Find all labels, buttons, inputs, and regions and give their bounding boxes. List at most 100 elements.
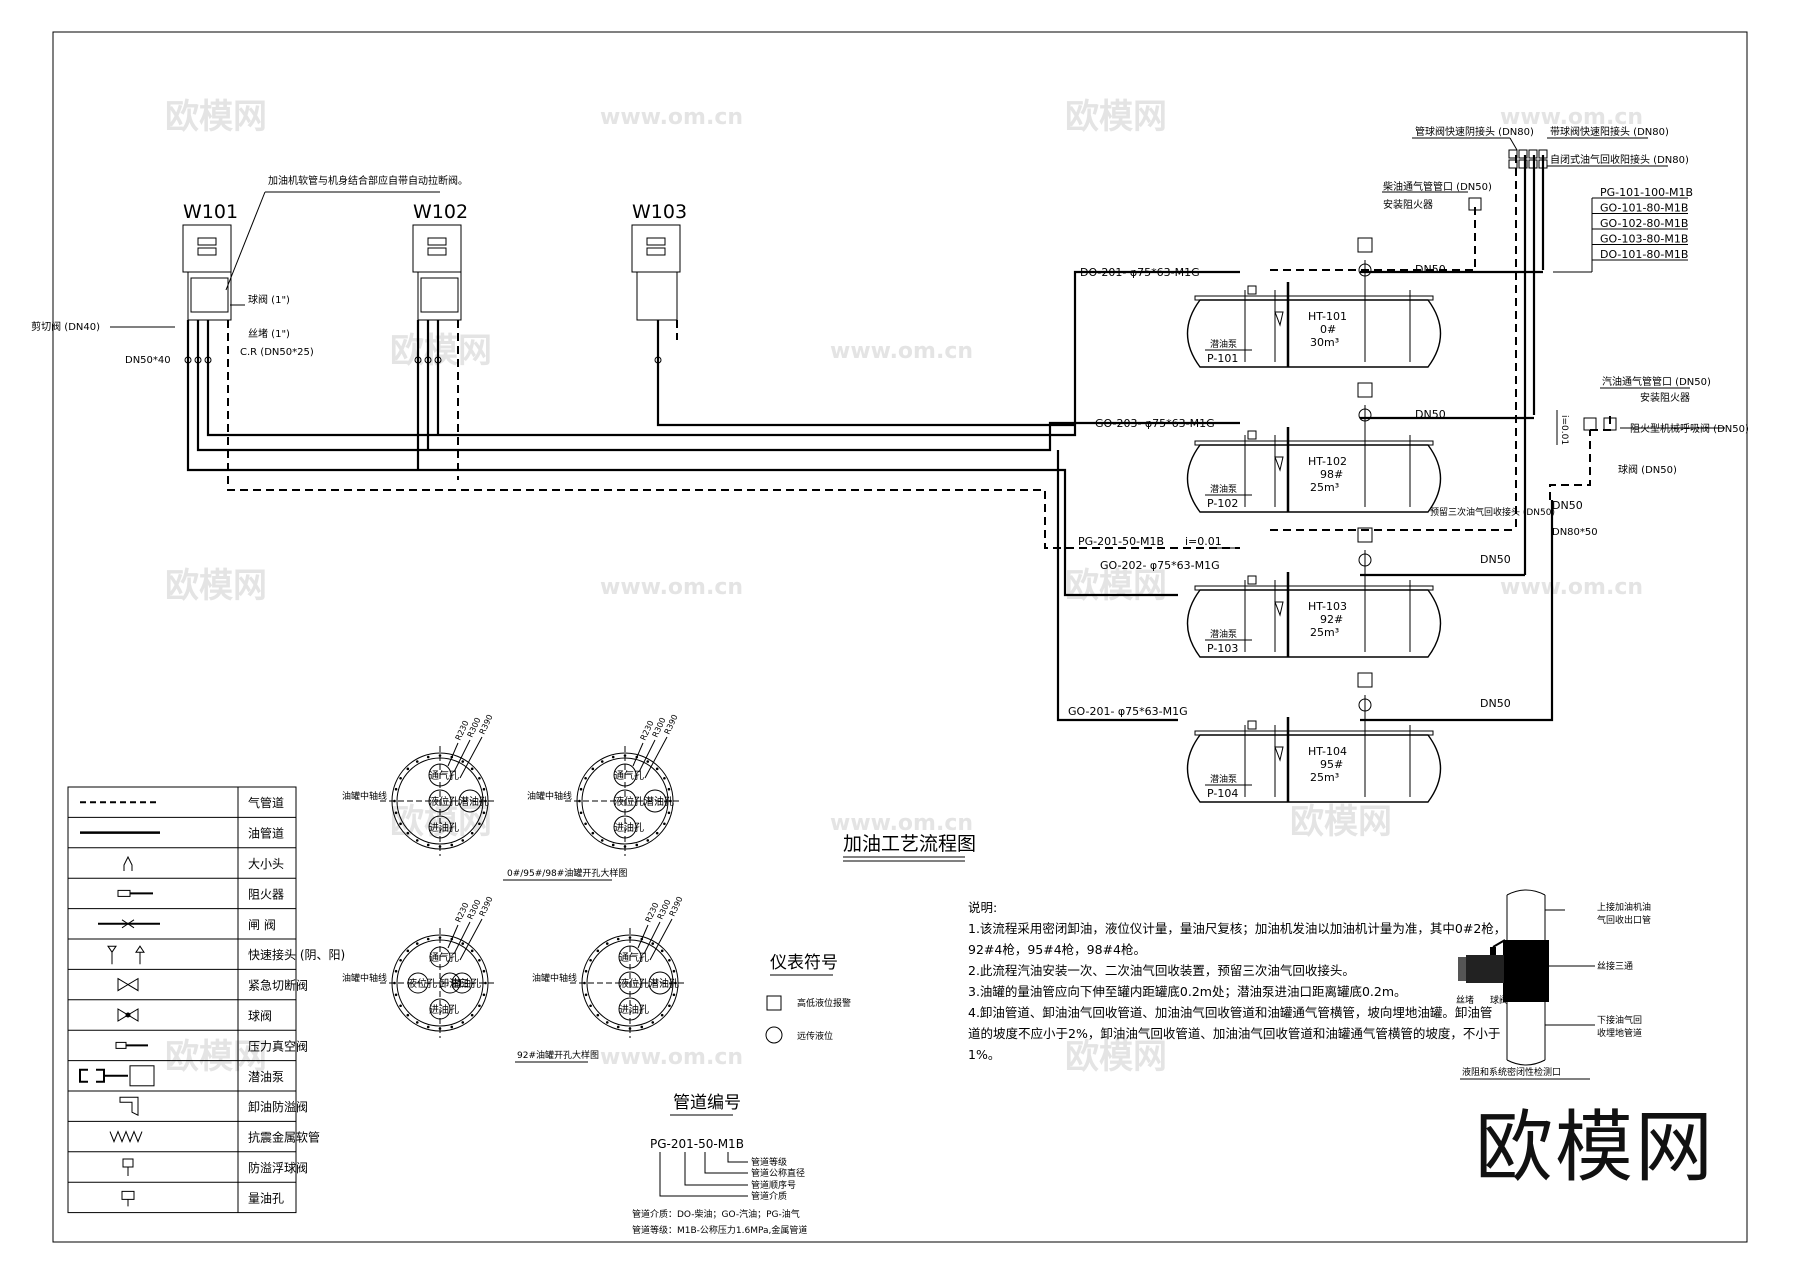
alarm-symbol bbox=[766, 995, 782, 1011]
vent-risers bbox=[1270, 149, 1617, 722]
opening-label: 通气孔 bbox=[614, 769, 644, 782]
pipe-label-pg201: PG-201-50-M1B bbox=[1078, 535, 1164, 548]
pipe-part: 管道等级 bbox=[751, 1156, 787, 1168]
pipe-label-dn50: DN50 bbox=[1480, 697, 1511, 710]
watermark: 欧模网 bbox=[390, 331, 492, 371]
note-line: 2.此流程汽油安装一次、二次油气回收装置，预留三次油气回收接头。 bbox=[968, 963, 1355, 978]
opening-caption: 0#/95#/98#油罐开孔大样图 bbox=[507, 867, 627, 879]
opening-caption: 92#油罐开孔大样图 bbox=[517, 1049, 599, 1061]
pv-valve-icon bbox=[115, 1041, 148, 1049]
tank-flange bbox=[1194, 585, 1434, 591]
opening-label: 进油孔 bbox=[619, 1003, 649, 1016]
design-notes: 说明: 1.该流程采用密闭卸油，液位仪计量，量油尺复核；加油机发油以加油机计量为… bbox=[968, 900, 1506, 1062]
opening-label: 潜油孔 bbox=[459, 795, 489, 808]
legend-label: 量油孔 bbox=[248, 1191, 284, 1205]
pipe-label-go203: GO-203- φ75*63-M1G bbox=[1095, 417, 1215, 430]
ring-label: R390 bbox=[478, 713, 495, 736]
tank-flange bbox=[1194, 730, 1434, 736]
instrument-item: 高低液位报警 bbox=[797, 997, 851, 1009]
tank-grade: 98# bbox=[1320, 468, 1343, 481]
drawing-frame bbox=[52, 31, 1748, 1243]
watermark: 欧模网 bbox=[165, 1037, 267, 1077]
dispenser-callouts: 加油机软管与机身结合部应自带自动拉断阀。 剪切阀 (DN40) 球阀 (1") … bbox=[31, 174, 468, 366]
detail-top: 上接加油机油 bbox=[1597, 901, 1651, 913]
legend-label: 潜油泵 bbox=[248, 1070, 284, 1084]
legend-label: 大小头 bbox=[248, 857, 284, 871]
opening-label: 通气孔 bbox=[619, 951, 649, 964]
flex-hose-icon bbox=[109, 1130, 143, 1143]
gas-vent-label: 汽油通气管管口 (DN50) bbox=[1602, 375, 1711, 388]
watermark: www.om.cn bbox=[600, 1045, 743, 1070]
instrument-symbols: 仪表符号 高低液位报警 远传液位 bbox=[765, 953, 851, 1044]
dispenser-w101: W101 bbox=[182, 201, 238, 321]
tank-flange bbox=[1194, 440, 1434, 446]
dispenser-w103: W103 bbox=[631, 201, 687, 321]
pipe-label-dn50: DN50 bbox=[1480, 553, 1511, 566]
opening-label: 卸油口 bbox=[439, 977, 469, 990]
tank-opening-details: 通气孔液位孔进油孔潜油孔油罐中轴线R230R300R390通气孔液位孔进油孔潜油… bbox=[342, 713, 685, 1063]
axis-label: 油罐中轴线 bbox=[527, 790, 572, 802]
tank-id: HT-102 bbox=[1308, 455, 1347, 468]
hose-note: 加油机软管与机身结合部应自带自动拉断阀。 bbox=[268, 174, 468, 187]
pipe-table-entry: DO-101-80-M1B bbox=[1600, 248, 1688, 261]
ball-valve-icon bbox=[117, 1008, 139, 1022]
watermark: www.om.cn bbox=[830, 811, 973, 836]
watermark: 欧模网 bbox=[1290, 802, 1392, 842]
watermark: www.om.cn bbox=[1500, 575, 1643, 600]
tank-volume: 25m³ bbox=[1310, 771, 1339, 784]
axis-label: 油罐中轴线 bbox=[532, 972, 577, 984]
level-transmitter-symbol bbox=[765, 1026, 783, 1044]
pipe-number-table: PG-101-100-M1BGO-101-80-M1BGO-102-80-M1B… bbox=[1553, 186, 1693, 273]
branch-pipe bbox=[1466, 955, 1504, 983]
detail-tee: 丝接三通 bbox=[1597, 960, 1633, 972]
tank-volume: 25m³ bbox=[1310, 481, 1339, 494]
pipe-table-entry: GO-103-80-M1B bbox=[1600, 233, 1688, 246]
tee-fitting bbox=[1503, 940, 1549, 1002]
opening-label: 进油孔 bbox=[429, 1003, 459, 1016]
plug-label: 丝堵 (1") bbox=[248, 327, 290, 340]
gauge-hole-icon bbox=[121, 1190, 135, 1207]
pump-label: 潜油泵 bbox=[1210, 338, 1237, 350]
legend-label: 气管道 bbox=[248, 795, 284, 810]
tank-id: HT-104 bbox=[1308, 745, 1347, 758]
reserve-vapor-label: 预留三次油气回收接头 (DN50) bbox=[1430, 506, 1555, 518]
level-alarm-icon bbox=[1357, 672, 1373, 688]
test-port-detail: 上接加油机油 气回收出口管 丝接三通 下接油气回 收埋地管道 丝堵 球阀 液阻和… bbox=[1456, 889, 1651, 1080]
ball-dn50-label: 球阀 (DN50) bbox=[1618, 463, 1677, 476]
opening-label: 潜油孔 bbox=[649, 977, 679, 990]
level-alarm-icon bbox=[1357, 382, 1373, 398]
detail-caption: 液阻和系统密闭性检测口 bbox=[1462, 1066, 1561, 1078]
detail-bottom: 下接油气回 bbox=[1597, 1014, 1642, 1026]
legend-label: 紧急切断阀 bbox=[248, 978, 308, 993]
legend-label: 卸油防溢阀 bbox=[248, 1099, 308, 1114]
pipe-part: 管道公称直径 bbox=[751, 1167, 805, 1179]
vapor-fast-female-label: 管球阀快速阴接头 (DN80) bbox=[1415, 125, 1534, 138]
pipe-labels: DO-201- φ75*63-M1G GO-203- φ75*63-M1G PG… bbox=[1068, 263, 1583, 718]
pump-label: 潜油泵 bbox=[1210, 773, 1237, 785]
opening-label: 进油孔 bbox=[614, 821, 644, 834]
submersible-pump-icon bbox=[79, 1065, 155, 1087]
pipe-numbering: 管道编号 PG-201-50-M1B 管道等级 管道公称直径 管道顺序号 管道介… bbox=[632, 1093, 807, 1236]
slope-label: i=0.01 bbox=[1559, 415, 1569, 445]
opening-label: 潜油孔 bbox=[451, 977, 481, 990]
level-alarm-icon bbox=[1357, 527, 1373, 543]
opening-label: 液位孔 bbox=[429, 795, 459, 808]
dispenser-label: W101 bbox=[183, 201, 238, 223]
pump-label: 潜油泵 bbox=[1210, 628, 1237, 640]
main-title: 加油工艺流程图 bbox=[843, 833, 976, 855]
dispenser-body bbox=[187, 271, 232, 321]
legend-label: 球阀 bbox=[248, 1009, 272, 1023]
tank-grade: 0# bbox=[1320, 323, 1336, 336]
dispenser-label: W102 bbox=[413, 201, 468, 223]
note-line: 道的坡度不应小于2%，卸油油气回收管道、加油油气回收管道和油罐通气管横管的坡度，… bbox=[968, 1026, 1500, 1041]
tank-volume: 30m³ bbox=[1310, 336, 1339, 349]
diesel-flame-label: 安装阻火器 bbox=[1383, 198, 1433, 211]
watermark: 欧模网 bbox=[1065, 97, 1167, 137]
flame-arrester-icon bbox=[117, 889, 153, 897]
ring-label: R390 bbox=[478, 895, 495, 918]
dispenser-label: W103 bbox=[632, 201, 687, 223]
